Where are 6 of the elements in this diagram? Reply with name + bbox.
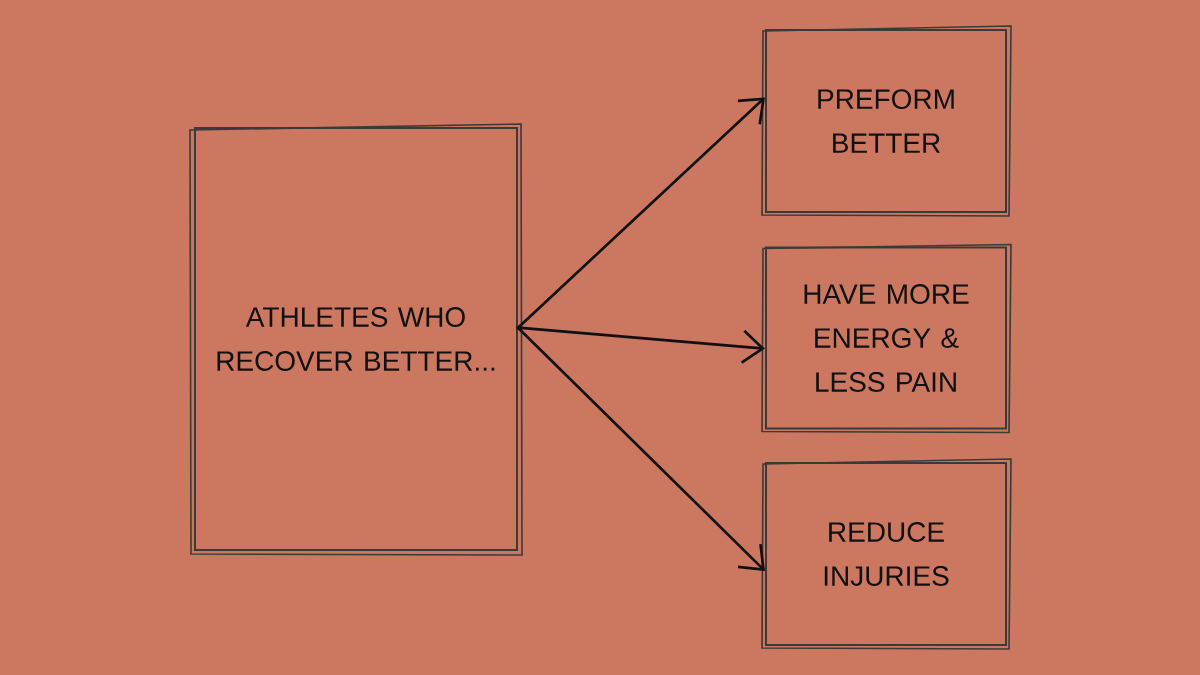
text-box: PREFORM BETTER	[761, 25, 1012, 217]
arrow	[516, 326, 765, 571]
arrow	[516, 97, 765, 329]
text-box: HAVE MORE ENERGY & LESS PAIN	[761, 243, 1012, 434]
text-box: ATHLETES WHO RECOVER BETTER...	[189, 123, 523, 556]
text-box: REDUCE INJURIES	[761, 458, 1012, 650]
